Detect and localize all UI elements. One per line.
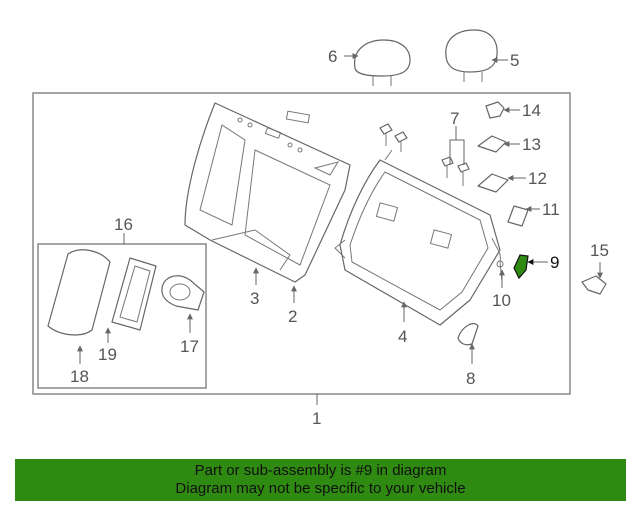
cup-holder-part-17[interactable] [161, 275, 205, 311]
armrest-subassembly-frame [37, 243, 207, 389]
bezel-part-13[interactable] [477, 135, 507, 153]
cable-part-10[interactable] [491, 237, 504, 283]
callout-13: 13 [522, 135, 541, 154]
callout-7: 7 [450, 109, 459, 128]
callout-18: 18 [70, 367, 89, 386]
armrest-frame-part-19[interactable] [111, 257, 157, 331]
callout-6: 6 [328, 47, 337, 66]
banner-line-2: Diagram may not be specific to your vehi… [175, 480, 466, 497]
callout-14: 14 [522, 101, 541, 120]
callout-10: 10 [492, 291, 511, 310]
callout-12: 12 [528, 169, 547, 188]
bezel-part-12[interactable] [477, 173, 509, 193]
callout-15: 15 [590, 241, 609, 260]
cover-part-8[interactable] [457, 323, 479, 346]
callout-4: 4 [398, 327, 407, 346]
clip-part-14[interactable] [485, 101, 505, 119]
latch-part-11[interactable] [507, 205, 529, 227]
banner-line-1: Part or sub-assembly is #9 in diagram [194, 462, 447, 479]
info-banner: Part or sub-assembly is #9 in diagram Di… [15, 459, 626, 501]
assembly-frame [32, 92, 571, 395]
bracket-part-15[interactable] [581, 275, 607, 295]
seat-back-cushion-part-2-3[interactable] [184, 102, 351, 283]
callout-17: 17 [180, 337, 199, 356]
callout-2: 2 [288, 307, 297, 326]
highlighted-part-9[interactable] [513, 254, 529, 280]
callout-3: 3 [250, 289, 259, 308]
callout-1: 1 [312, 409, 321, 428]
callout-9: 9 [550, 253, 559, 272]
headrest-part-6[interactable] [354, 39, 411, 86]
callout-8: 8 [466, 369, 475, 388]
callout-5: 5 [510, 51, 519, 70]
headrest-part-5[interactable] [445, 29, 498, 82]
callout-11: 11 [542, 200, 560, 219]
armrest-part-18[interactable] [47, 249, 111, 336]
seat-back-frame-part-4[interactable] [334, 149, 501, 326]
callout-19: 19 [98, 345, 117, 364]
callout-16: 16 [114, 215, 133, 234]
